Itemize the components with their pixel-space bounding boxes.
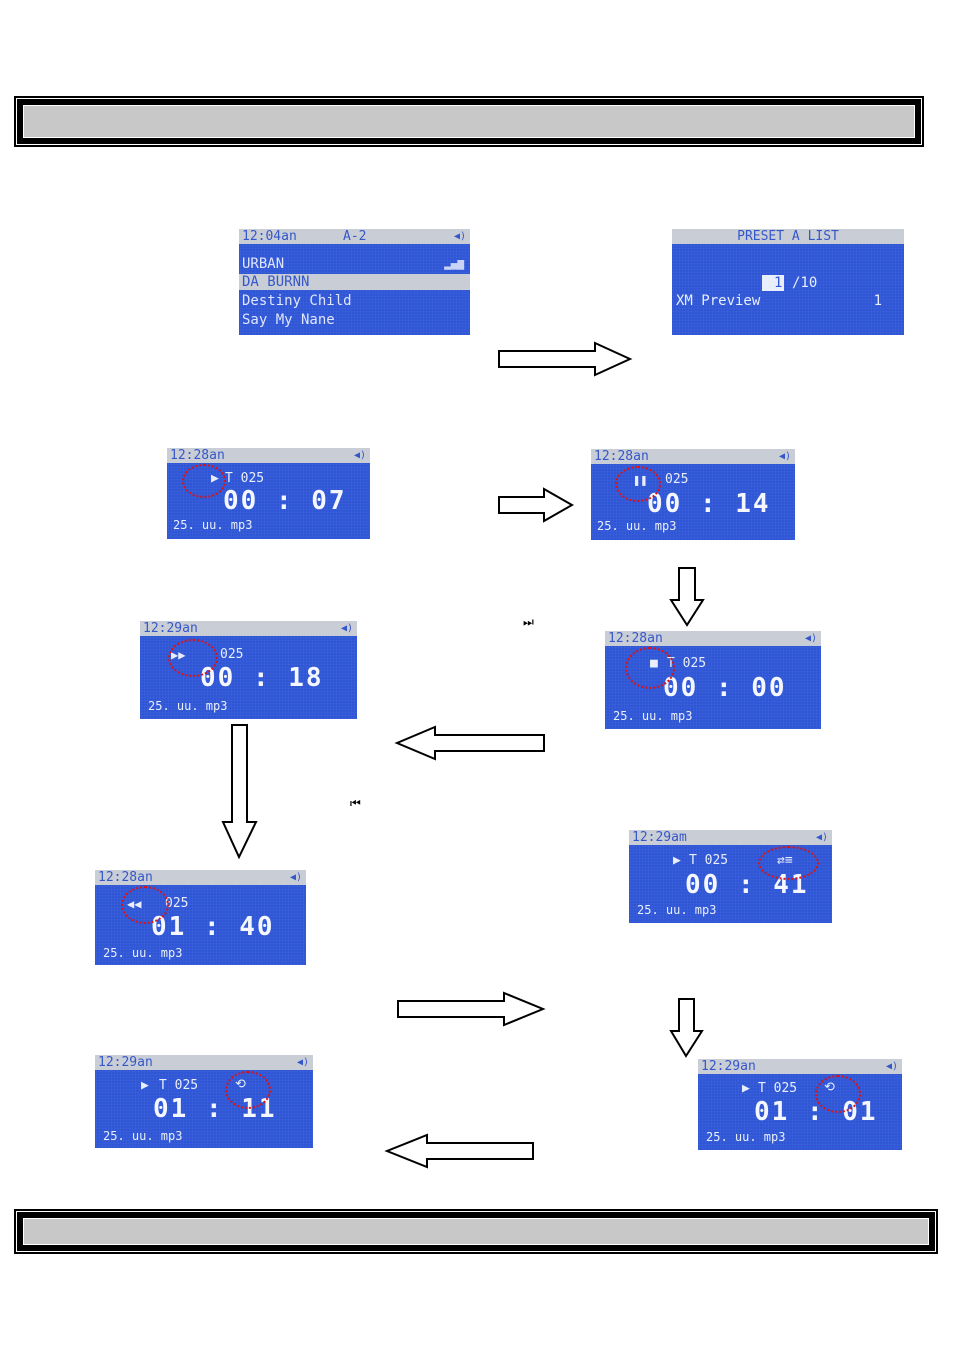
file-name: 25. uu. mp3: [103, 946, 183, 960]
previous-track-icon: ⏮: [350, 796, 361, 810]
clock: 12:28an: [594, 449, 649, 464]
screen-rewind: 12:28an◀) ◀◀ 025 01 : 40 25. uu. mp3: [95, 870, 306, 965]
file-name: 25. uu. mp3: [103, 1129, 183, 1143]
preset-index: 1: [762, 275, 785, 291]
preset-title-bar: PRESET A LIST: [672, 229, 904, 244]
speaker-icon: ◀): [296, 1057, 309, 1068]
file-name: 25. uu. mp3: [597, 519, 677, 533]
highlight-ring: [225, 1071, 271, 1109]
elapsed-time: 00 : 14: [647, 489, 771, 519]
clock: 12:04an: [242, 229, 297, 244]
speaker-icon: ◀): [353, 450, 366, 461]
preset-total: /10: [792, 275, 818, 291]
preset-channel: XM Preview: [676, 293, 761, 309]
file-name: 25. uu. mp3: [637, 903, 717, 917]
list-title: A-2: [343, 229, 367, 244]
clock: 12:29am: [632, 830, 687, 845]
preset-title: PRESET A LIST: [737, 229, 839, 244]
screen-fast-forward: 12:29an◀) ▶▶ 025 00 : 18 25. uu. mp3: [140, 621, 357, 719]
file-name: 25. uu. mp3: [613, 709, 693, 723]
highlight-ring: [625, 647, 675, 689]
list-item: URBAN: [242, 256, 285, 272]
highlight-ring: [182, 464, 226, 498]
elapsed-time: 00 : 00: [663, 673, 787, 703]
bottom-header-fill: [23, 1218, 929, 1245]
file-name: 25. uu. mp3: [173, 518, 253, 532]
status-bar: 12:29an ◀): [95, 1055, 313, 1070]
top-header-bar: [17, 99, 921, 144]
track-number: 025: [665, 472, 689, 487]
list-item-selected: DA BURNN: [239, 274, 470, 290]
highlight-ring: [615, 466, 661, 502]
play-status-icon: ▶: [141, 1078, 149, 1093]
speaker-icon: ◀): [885, 1061, 898, 1072]
speaker-icon: ◀): [340, 623, 353, 634]
track-number: T 025: [667, 656, 707, 671]
elapsed-time: 00 : 18: [200, 663, 324, 693]
highlight-ring: [758, 846, 819, 880]
arrow-down: [221, 724, 258, 860]
speaker-icon: ◀): [289, 872, 302, 883]
clock: 12:29an: [701, 1059, 756, 1074]
speaker-icon: ◀): [815, 832, 828, 843]
arrow-down: [669, 998, 704, 1058]
track-number: T 025: [689, 853, 729, 868]
screen-repeat-one: 12:29an◀) ▶ T 025 ⟲ 01 : 01 25. uu. mp3: [698, 1059, 902, 1150]
status-bar: 12:04an A-2 ◀): [239, 229, 470, 244]
arrow-left: [384, 1133, 534, 1169]
list-item: Say My Nane: [242, 312, 335, 328]
clock: 12:28an: [608, 631, 663, 646]
screen-play: 12:28an◀) ▶ T 025 00 : 07 25. uu. mp3: [167, 448, 370, 539]
arrow-right: [498, 341, 633, 377]
preset-number: 1: [873, 293, 882, 309]
file-name: 25. uu. mp3: [706, 1130, 786, 1144]
speaker-icon: ◀): [453, 231, 466, 242]
clock: 12:29an: [98, 1055, 153, 1070]
signal-icon: ▂▄▆: [444, 257, 464, 270]
highlight-ring: [815, 1075, 861, 1113]
highlight-ring: [121, 886, 169, 924]
top-header-fill: [23, 105, 915, 138]
status-bar: 12:28an ◀): [591, 449, 795, 464]
screen-preset-list: PRESET A LIST 1 /10 XM Preview 1: [672, 229, 904, 335]
screen-shuffle: 12:29am◀) ▶ T 025 ⇄≡ 00 : 41 25. uu. mp3: [629, 830, 832, 923]
status-bar: 12:29am ◀): [629, 830, 832, 845]
highlight-ring: [168, 639, 218, 677]
next-track-icon: ⏭: [523, 615, 534, 629]
file-name: 25. uu. mp3: [148, 699, 228, 713]
status-bar: 12:29an ◀): [698, 1059, 902, 1074]
clock: 12:28an: [98, 870, 153, 885]
screen-pause: 12:28an◀) ❚❚ 025 00 : 14 25. uu. mp3: [591, 449, 795, 540]
status-bar: 12:28an ◀): [95, 870, 306, 885]
screen-channel-list: 12:04an A-2 ◀) URBAN ▂▄▆ DA BURNN Destin…: [239, 229, 470, 335]
elapsed-time: 00 : 07: [223, 486, 347, 516]
track-number: 025: [220, 647, 244, 662]
clock: 12:28an: [170, 448, 225, 463]
track-number: T 025: [225, 471, 265, 486]
arrow-right: [498, 487, 575, 523]
track-number: T 025: [758, 1081, 798, 1096]
status-bar: 12:28an ◀): [605, 631, 821, 646]
speaker-icon: ◀): [804, 633, 817, 644]
arrow-right: [397, 991, 546, 1027]
list-item: Destiny Child: [242, 293, 352, 309]
clock: 12:29an: [143, 621, 198, 636]
play-status-icon: ▶: [673, 853, 681, 868]
screen-stop: 12:28an◀) ■ T 025 00 : 00 25. uu. mp3: [605, 631, 821, 729]
status-bar: 12:28an ◀): [167, 448, 370, 463]
status-bar: 12:29an ◀): [140, 621, 357, 636]
arrow-down: [669, 567, 705, 627]
play-status-icon: ▶: [742, 1081, 750, 1096]
screen-repeat-all: 12:29an◀) ▶ T 025 ⟲ 01 : 11 25. uu. mp3: [95, 1055, 313, 1148]
track-number: T 025: [159, 1078, 199, 1093]
track-number: 025: [165, 896, 189, 911]
elapsed-time: 01 : 40: [151, 912, 275, 942]
speaker-icon: ◀): [778, 451, 791, 462]
arrow-left: [394, 725, 545, 761]
bottom-header-bar: [17, 1212, 935, 1251]
